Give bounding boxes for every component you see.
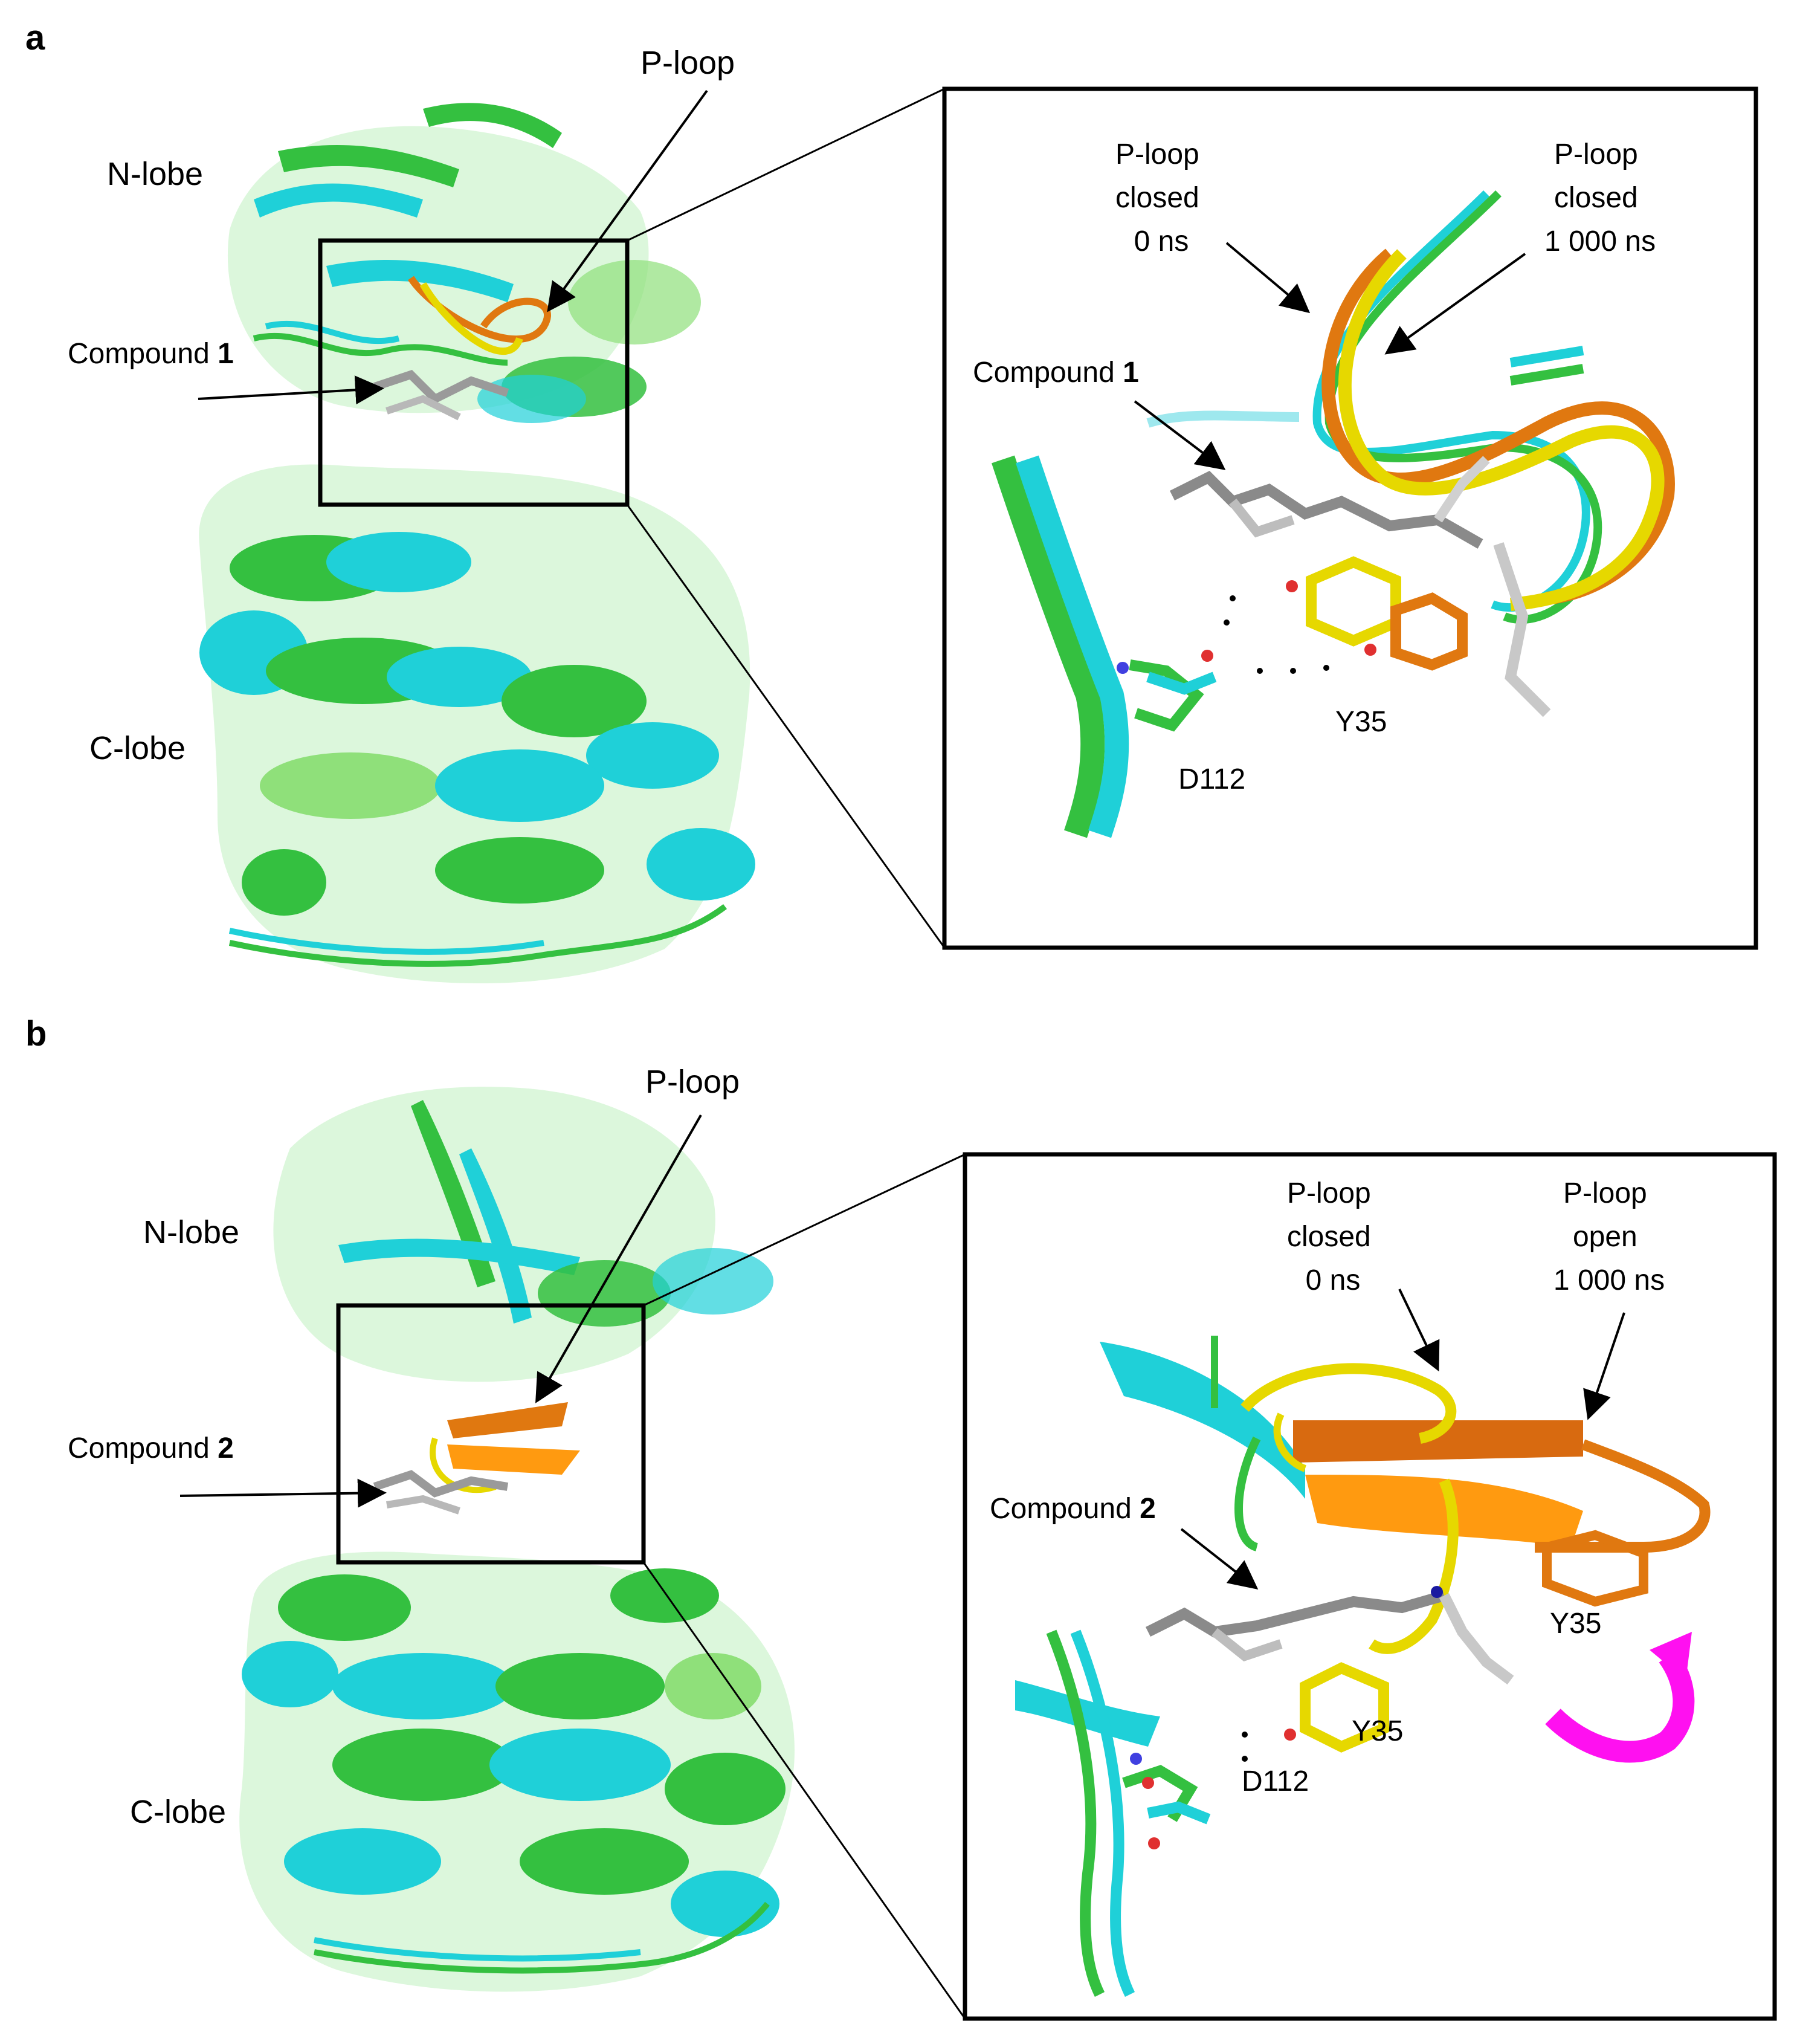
y35-sticks-open-b	[1542, 1530, 1648, 1607]
n-lobe-label-b: N-lobe	[143, 1214, 239, 1250]
y35-sticks-a	[1286, 556, 1468, 671]
compound-arrow-zoom-b	[1180, 1528, 1259, 1590]
p-loop-closed-0-label-a: P-loop closed 0 ns	[1115, 138, 1207, 257]
panel-a-letter: a	[25, 18, 45, 57]
zoom-connector-bottom-a	[626, 504, 946, 948]
compound-2-sticks-overview	[373, 1470, 509, 1515]
panel-a: a	[25, 18, 1758, 984]
compound-1-sticks-overview	[373, 369, 509, 421]
compound-2-sticks-zoom	[1145, 1586, 1514, 1685]
zoom-inset-frame-a	[942, 86, 1758, 950]
y35-open-label-b: Y35	[1550, 1608, 1601, 1640]
compound-label-a: Compound 1	[68, 338, 234, 370]
c-lobe-cartoon-b	[239, 1551, 795, 1992]
zoom-connector-top-a	[627, 88, 945, 242]
zoom-inset-b: P-loop closed 0 ns P-loop open 1 000 ns …	[963, 1152, 1777, 2021]
n-lobe-label-a: N-lobe	[107, 156, 203, 192]
conformational-change-arrow	[1545, 1649, 1695, 1763]
panel-b-letter: b	[25, 1014, 47, 1053]
hinge-strands-b	[1015, 1629, 1160, 1997]
p-loop-open-1000-label-b: P-loop open 1 000 ns	[1553, 1177, 1665, 1296]
p-loop-ribbons-b	[1234, 1363, 1711, 1654]
y35-closed-label-b: Y35	[1352, 1715, 1403, 1747]
compound-1-sticks-zoom	[1169, 456, 1551, 717]
n-lobe-cartoon-a	[227, 103, 701, 423]
p-loop-closed-0-arrow-b	[1398, 1289, 1440, 1372]
zoom-connector-top-b	[643, 1153, 966, 1307]
p-loop-closed-0-label-b: P-loop closed 0 ns	[1287, 1177, 1379, 1296]
beta-sheet-b	[1100, 1336, 1583, 1547]
c-lobe-label-a: C-lobe	[89, 730, 186, 766]
d112-label-b: D112	[1242, 1765, 1309, 1797]
h-bond-dots-b	[1242, 1732, 1248, 1762]
zoom-inset-a: P-loop closed 0 ns P-loop closed 1 000 n…	[942, 86, 1758, 950]
zoom-box-a	[318, 238, 630, 507]
d112-label-a: D112	[1178, 763, 1245, 795]
compound-label-zoom-b: Compound 2	[990, 1493, 1156, 1525]
n-lobe-cartoon-b	[273, 1087, 773, 1515]
c-lobe-label-b: C-lobe	[130, 1794, 226, 1830]
zoom-box-b	[336, 1303, 646, 1565]
compound-arrow-zoom-a	[1134, 400, 1226, 470]
y35-sticks-closed-b	[1284, 1662, 1389, 1753]
protein-structure-a	[199, 103, 755, 984]
p-loop-closed-1000-label-a: P-loop closed 1 000 ns	[1544, 138, 1656, 257]
zoom-connector-bottom-b	[642, 1562, 966, 2019]
p-loop-arrow-b	[535, 1114, 702, 1403]
h-bond-dots-a	[1224, 595, 1329, 674]
hinge-strands-a	[992, 410, 1300, 838]
p-loop-label-a: P-loop	[640, 45, 735, 81]
compound-label-b: Compound 2	[68, 1432, 234, 1464]
p-loop-label-b: P-loop	[645, 1064, 740, 1100]
compound-arrow-b	[179, 1478, 387, 1508]
d112-sticks-a	[1117, 650, 1217, 732]
c-lobe-cartoon-a	[199, 464, 755, 984]
compound-label-zoom-a: Compound 1	[973, 357, 1139, 389]
p-loop-closed-0-arrow-a	[1225, 242, 1311, 314]
p-loop-ribbons-a	[1312, 190, 1675, 624]
p-loop-open-1000-arrow-b	[1583, 1312, 1625, 1420]
panel-b: b	[25, 1014, 1777, 2021]
protein-structure-b	[239, 1087, 795, 1992]
p-loop-arrow-a	[547, 89, 708, 312]
p-loop-closed-1000-arrow-a	[1384, 253, 1526, 355]
y35-label-a: Y35	[1335, 706, 1387, 738]
conformational-change-arrowhead	[1650, 1632, 1692, 1680]
compound-arrow-a	[198, 375, 384, 405]
d112-sticks-b	[1122, 1753, 1211, 1849]
